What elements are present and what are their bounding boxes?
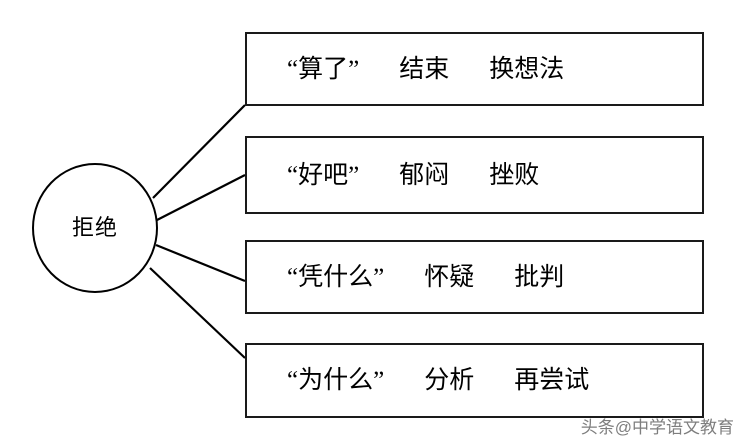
branch-row-3: “凭什么” 怀疑 批判: [247, 265, 564, 290]
root-node-label: 拒绝: [71, 215, 118, 240]
connector-line-2: [156, 174, 246, 221]
branch-row-2: “好吧” 郁闷 挫败: [247, 163, 539, 188]
branch-box-3[interactable]: “凭什么” 怀疑 批判: [245, 240, 704, 314]
branch-3-outcome: 批判: [514, 263, 565, 291]
branch-box-4[interactable]: “为什么” 分析 再尝试: [245, 343, 704, 418]
branch-1-result: 结束: [399, 55, 450, 83]
connector-line-4: [149, 267, 246, 359]
branch-2-result: 郁闷: [399, 161, 450, 189]
branch-4-outcome: 再尝试: [514, 367, 590, 394]
branch-3-result: 怀疑: [424, 263, 475, 291]
branch-1-outcome: 换想法: [489, 55, 565, 83]
branch-box-2[interactable]: “好吧” 郁闷 挫败: [245, 136, 704, 214]
branch-row-1: “算了” 结束 换想法: [247, 57, 564, 82]
connector-line-1: [152, 104, 246, 199]
branch-4-result: 分析: [424, 367, 475, 394]
branch-box-1[interactable]: “算了” 结束 换想法: [245, 32, 704, 106]
connector-line-3: [155, 243, 246, 283]
watermark-text: 头条@中学语文教育: [580, 418, 734, 437]
root-node-reject[interactable]: 拒绝: [32, 163, 158, 293]
branch-row-4: “为什么” 分析 再尝试: [247, 368, 589, 393]
branch-2-quote: “好吧”: [287, 161, 360, 189]
branch-4-quote: “为什么”: [287, 367, 385, 394]
branch-2-outcome: 挫败: [489, 161, 540, 189]
branch-3-quote: “凭什么”: [287, 263, 385, 291]
branch-1-quote: “算了”: [287, 55, 360, 83]
